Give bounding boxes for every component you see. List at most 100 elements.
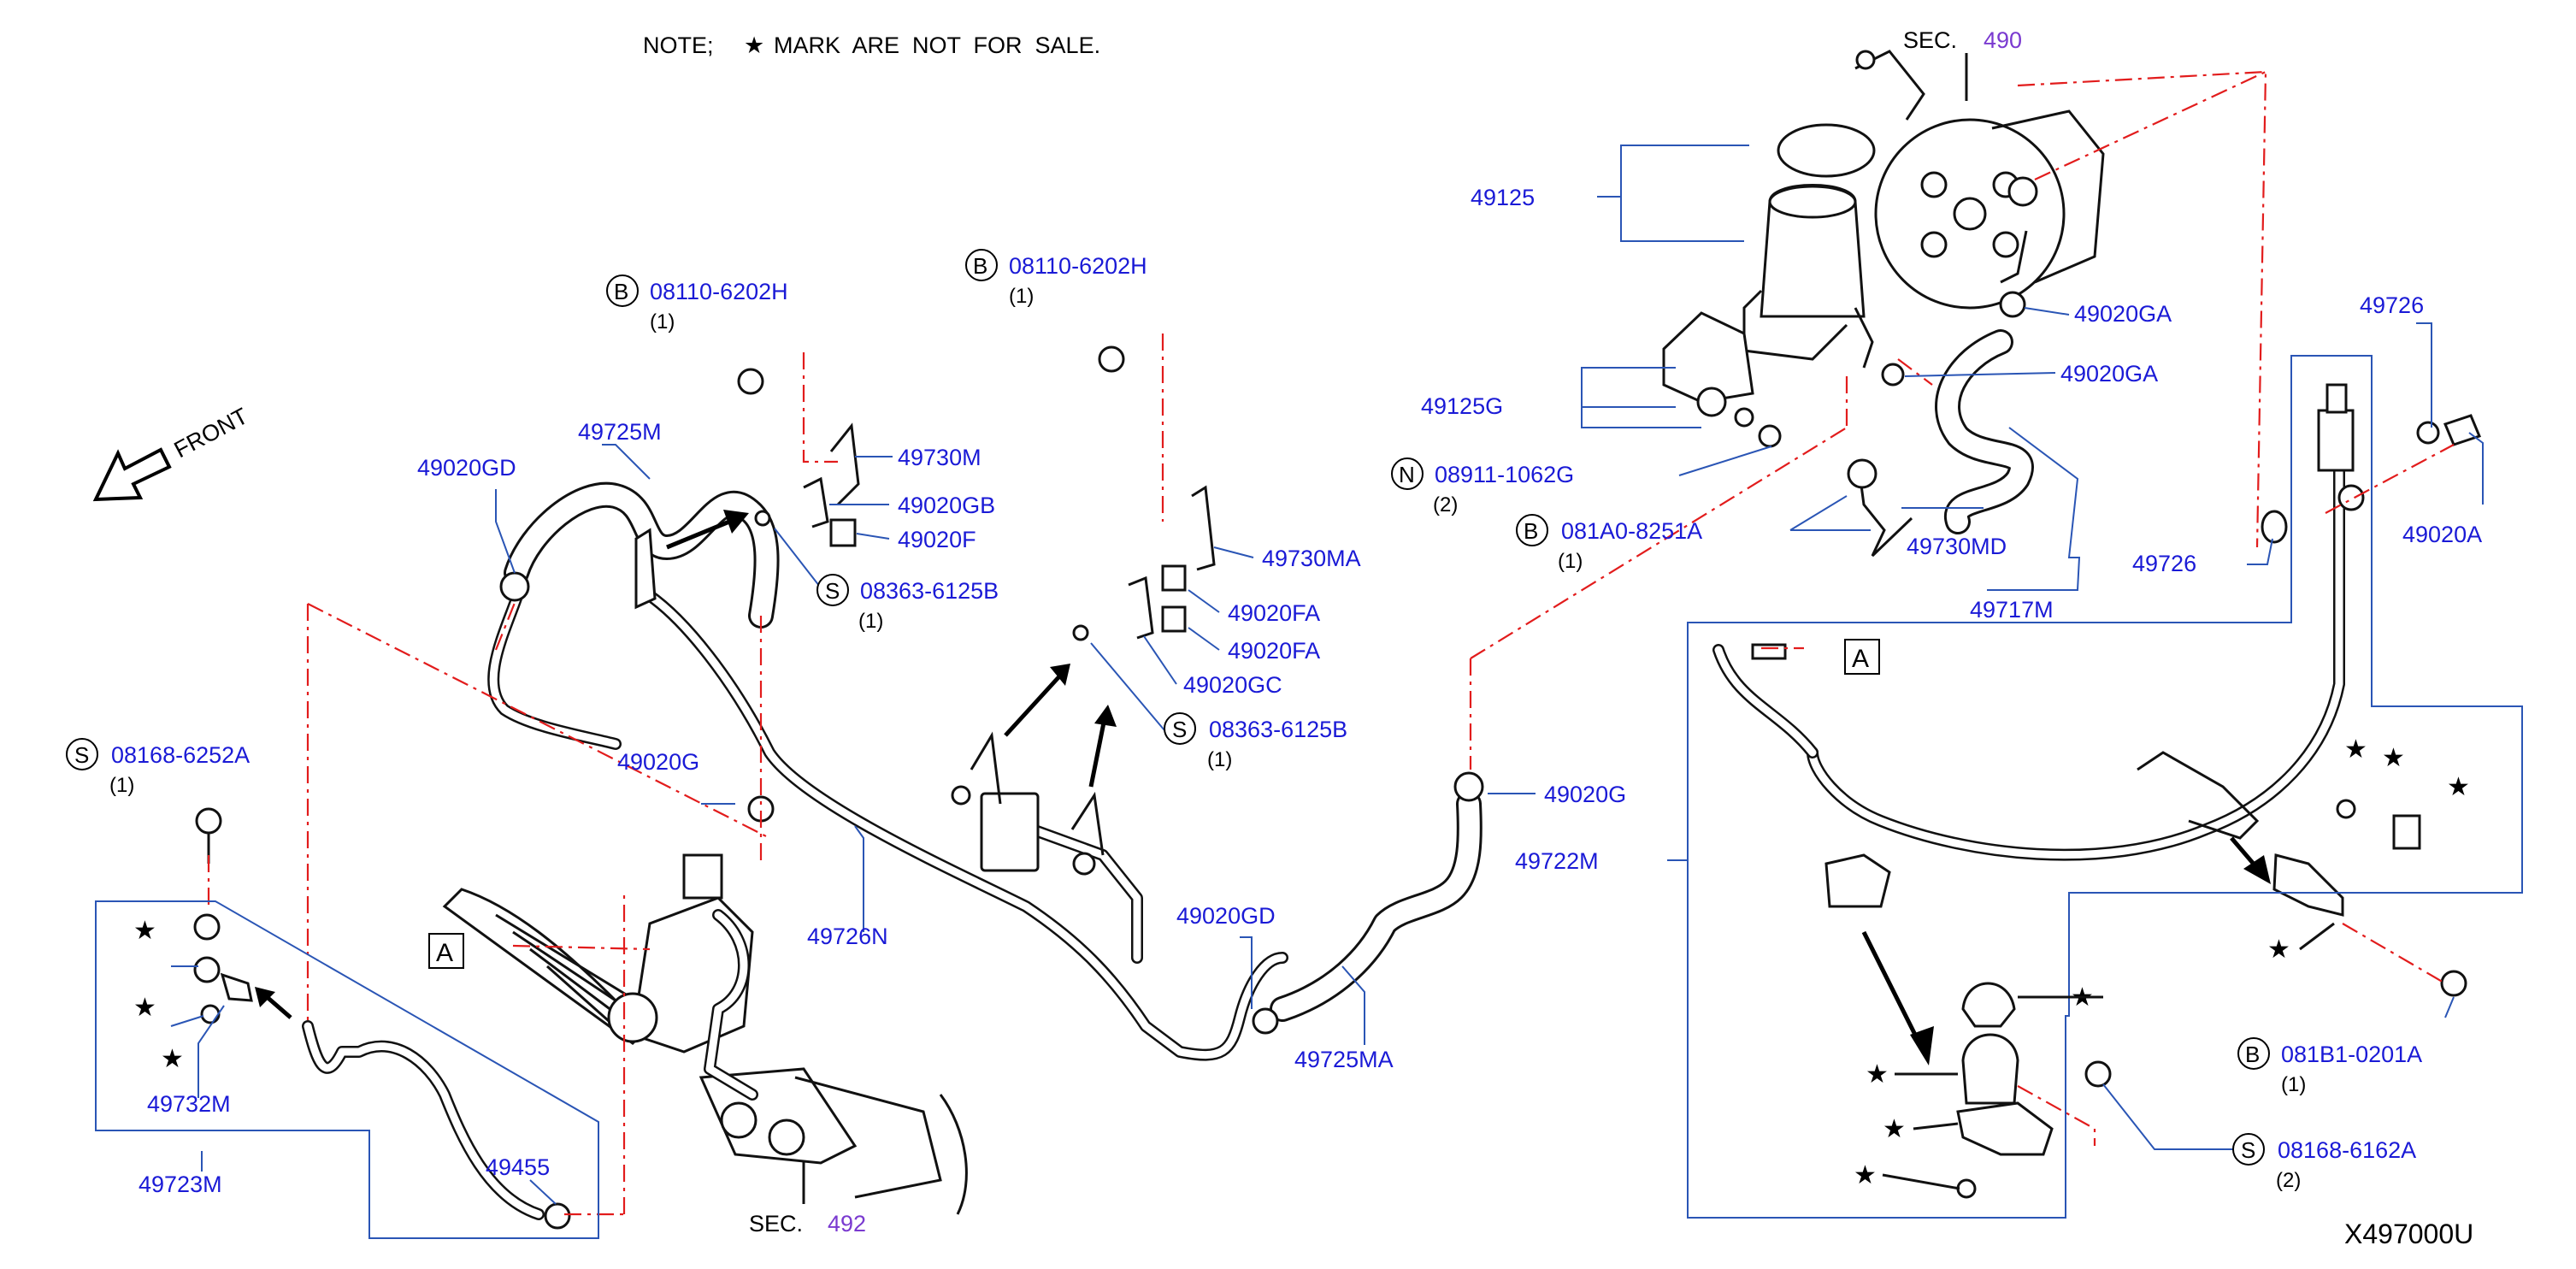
bracket-49020GC-icon xyxy=(1128,575,1154,640)
svg-text:S: S xyxy=(1172,717,1187,742)
badge-s-icon xyxy=(66,738,98,770)
leader-49020FA-2 xyxy=(1188,627,1220,651)
fastener-s3-number[interactable]: 08168-6252A xyxy=(111,742,250,768)
callout-49725MA[interactable]: 49725MA xyxy=(1294,1047,1394,1072)
leader-49725M xyxy=(602,444,651,480)
callout-49730MD[interactable]: 49730MD xyxy=(1907,534,2007,559)
callout-49732M[interactable]: 49732M xyxy=(147,1091,231,1117)
fastener-n1-number[interactable]: 08911-1062G xyxy=(1435,462,1574,487)
star-mark: ★ xyxy=(1883,1115,1906,1143)
not-for-sale-marks: ★ ★ ★ ★ ★ ★ ★ ★ ★ ★ ★ xyxy=(133,735,2470,1189)
fastener-n1[interactable]: N 08911-1062G (2) xyxy=(1391,457,1574,516)
callout-49020G-2[interactable]: 49020G xyxy=(1544,782,1626,807)
clamp-half-icon xyxy=(1961,982,2016,1028)
front-indicator: FRONT xyxy=(92,403,252,502)
bracket-49730MD-icon xyxy=(1859,478,1913,558)
callout-49020G-1[interactable]: 49020G xyxy=(617,749,699,775)
callout-49725M[interactable]: 49725M xyxy=(578,419,662,445)
callout-49020GA-2[interactable]: 49020GA xyxy=(2060,361,2158,387)
leader-49125G xyxy=(1581,367,1701,428)
clamp-icon xyxy=(1999,291,2026,318)
callout-49125[interactable]: 49125 xyxy=(1471,185,1535,210)
fastener-b1-number[interactable]: 08110-6202H xyxy=(650,279,788,304)
callout-49020GD-2[interactable]: 49020GD xyxy=(1176,903,1276,929)
centerline xyxy=(2034,71,2267,180)
bracket-icon xyxy=(634,528,657,610)
callout-49723M[interactable]: 49723M xyxy=(139,1172,222,1197)
callout-49020GD-1[interactable]: 49020GD xyxy=(417,455,516,481)
callout-49455[interactable]: 49455 xyxy=(486,1154,550,1180)
callout-49726-1[interactable]: 49726 xyxy=(2360,292,2424,318)
bracket-49730MA-icon xyxy=(1191,485,1216,571)
fastener-b3-number[interactable]: 081A0-8251A xyxy=(1561,518,1702,544)
leader-49020FA-1 xyxy=(1188,589,1220,613)
callout-49730M[interactable]: 49730M xyxy=(898,445,981,470)
hose-clamp-icon xyxy=(499,571,530,602)
callout-49722M[interactable]: 49722M xyxy=(1515,848,1599,874)
callout-49020GA-1[interactable]: 49020GA xyxy=(2074,301,2172,327)
star-mark: ★ xyxy=(2267,936,2290,964)
centerline xyxy=(802,352,838,463)
bolt-icon xyxy=(200,1004,221,1024)
union-bolt-icon xyxy=(2443,414,2482,446)
star-mark: ★ xyxy=(133,917,156,945)
bolt-icon xyxy=(1098,345,1125,373)
clip-bracket-icon xyxy=(1824,853,1891,908)
fastener-n1-qty: (2) xyxy=(1433,493,1458,516)
callout-49726N[interactable]: 49726N xyxy=(807,924,888,949)
callout-49020A[interactable]: 49020A xyxy=(2402,522,2482,547)
callout-49020GC[interactable]: 49020GC xyxy=(1183,672,1282,698)
callout-49020F[interactable]: 49020F xyxy=(898,527,976,552)
fastener-b1[interactable]: B 08110-6202H (1) xyxy=(606,274,788,333)
direction-arrow-icon xyxy=(666,517,734,550)
sec-bottom-link[interactable]: 492 xyxy=(828,1211,866,1237)
svg-text:S: S xyxy=(2241,1137,2255,1163)
hose-49725M xyxy=(487,481,780,750)
bolt-icon xyxy=(1956,1178,1977,1199)
fastener-s3[interactable]: S 08168-6252A (1) xyxy=(66,738,250,797)
fastener-s4[interactable]: S 08168-6162A (2) xyxy=(2232,1133,2416,1192)
leader-49020F xyxy=(856,533,890,540)
callout-49717M[interactable]: 49717M xyxy=(1970,597,2054,623)
sec-bottom-prefix: SEC. xyxy=(749,1211,803,1237)
centerline xyxy=(512,944,651,951)
reservoir-cap-icon xyxy=(1777,123,1876,178)
fastener-s4-number[interactable]: 08168-6162A xyxy=(2278,1137,2416,1163)
view-a-label-right: A xyxy=(1852,645,1869,673)
fastener-b2[interactable]: B 08110-6202H (1) xyxy=(965,249,1147,308)
callout-49020GB[interactable]: 49020GB xyxy=(898,493,995,518)
leader-49020GD-2 xyxy=(1240,936,1253,1009)
mount-bracket-icon xyxy=(1956,1101,2054,1156)
fastener-b3[interactable]: B 081A0-8251A (1) xyxy=(1516,514,1702,573)
fastener-s2[interactable]: S 08363-6125B (1) xyxy=(1164,712,1347,771)
leader-49726N xyxy=(854,825,864,932)
svg-text:S: S xyxy=(825,578,840,604)
centerline xyxy=(2017,70,2267,548)
centerline xyxy=(2017,1085,2096,1146)
star-mark: ★ xyxy=(2382,744,2405,772)
callout-49125G[interactable]: 49125G xyxy=(1421,393,1503,419)
svg-text:B: B xyxy=(614,279,628,304)
centerline xyxy=(1897,358,1933,386)
callout-49020FA-2[interactable]: 49020FA xyxy=(1228,638,1320,664)
fastener-b4-number[interactable]: 081B1-0201A xyxy=(2281,1042,2422,1067)
callout-49730MA[interactable]: 49730MA xyxy=(1262,546,1361,571)
sec-top-link[interactable]: 490 xyxy=(1984,27,2022,53)
rubber-bushing-icon xyxy=(1961,1033,2019,1105)
fastener-s2-number[interactable]: 08363-6125B xyxy=(1209,717,1347,742)
fastener-b4[interactable]: B 081B1-0201A (1) xyxy=(2237,1037,2422,1096)
svg-text:B: B xyxy=(973,253,987,279)
view-a-label-left: A xyxy=(436,939,453,967)
badge-s-icon xyxy=(1164,712,1196,745)
fastener-b2-number[interactable]: 08110-6202H xyxy=(1009,253,1147,279)
callout-49726-2[interactable]: 49726 xyxy=(2132,551,2196,576)
bolt-icon xyxy=(195,807,222,835)
fastener-s1-number[interactable]: 08363-6125B xyxy=(860,578,999,604)
power-steering-pump xyxy=(1854,50,2105,310)
tube-49726N xyxy=(635,584,1288,1061)
callout-49020FA-1[interactable]: 49020FA xyxy=(1228,600,1320,626)
fastener-s1[interactable]: S 08363-6125B (1) xyxy=(816,574,999,633)
fastener-s4-qty: (2) xyxy=(2276,1169,2301,1192)
leader-49726-1 xyxy=(2416,322,2432,428)
